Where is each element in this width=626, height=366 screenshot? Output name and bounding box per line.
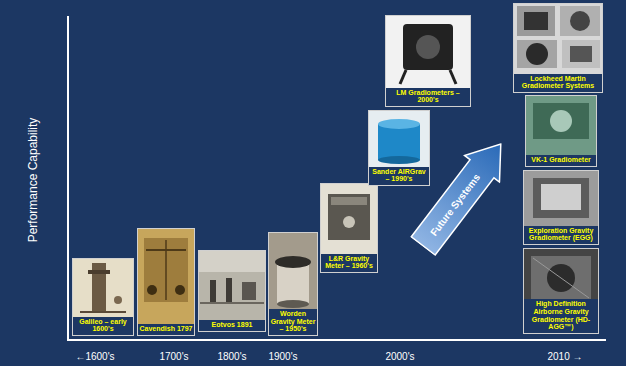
photo-caption: Worden Gravity Meter – 1950's <box>269 309 317 335</box>
axes <box>67 16 606 341</box>
axis-title: Performance Capability <box>26 118 40 243</box>
lm-gradiometer-photo <box>385 15 471 107</box>
cavendish-photo <box>137 228 195 336</box>
eotvos-photo <box>198 250 266 332</box>
photo-caption: High Definition Airborne Gravity Gradiom… <box>524 299 598 333</box>
photo-box: Exploration Gravity Gradiometer (EGG) <box>523 170 599 245</box>
axis-tick: 2010 → <box>547 351 582 362</box>
photo-caption: Eotvos 1891 <box>199 320 265 331</box>
photo-box: L&R Gravity Meter – 1960's <box>320 183 378 273</box>
galileo-photo <box>72 258 134 336</box>
lr-meter-photo <box>320 183 378 273</box>
vk1-photo <box>525 95 597 167</box>
photo-caption: Sander AIRGrav – 1990's <box>369 167 429 185</box>
photo-box: Eotvos 1891 <box>198 250 266 332</box>
photo-caption: L&R Gravity Meter – 1960's <box>321 254 377 272</box>
worden-photo <box>268 232 318 336</box>
photo-caption: LM Gradiometers – 2000's <box>386 88 470 106</box>
axis-tick: 1700's <box>159 351 188 362</box>
photo-box: Worden Gravity Meter – 1950's <box>268 232 318 336</box>
photo-box: Lockheed Martin Gradiometer Systems <box>513 3 603 93</box>
axis-tick: 2000's <box>385 351 414 362</box>
photo-caption: Galileo – early 1600's <box>73 317 133 335</box>
axis-tick: ←1600's <box>75 351 114 362</box>
photo-box: Cavendish 1797 <box>137 228 195 336</box>
photo-box: High Definition Airborne Gravity Gradiom… <box>523 248 599 334</box>
photo-box: Sander AIRGrav – 1990's <box>368 110 430 186</box>
arrow-body <box>406 131 519 259</box>
hdagg-photo <box>523 248 599 334</box>
axis-tick: 1900's <box>268 351 297 362</box>
photo-caption: Lockheed Martin Gradiometer Systems <box>514 74 602 92</box>
photo-box: LM Gradiometers – 2000's <box>385 15 471 107</box>
photo-caption: Cavendish 1797 <box>138 324 194 335</box>
egg-photo <box>523 170 599 245</box>
lm-systems-photo <box>513 3 603 93</box>
photo-caption: VK-1 Gradiometer <box>526 155 596 166</box>
photo-box: VK-1 Gradiometer <box>525 95 597 167</box>
axis-tick: 1800's <box>217 351 246 362</box>
photo-box: Galileo – early 1600's <box>72 258 134 336</box>
airgrav-photo <box>368 110 430 186</box>
photo-caption: Exploration Gravity Gradiometer (EGG) <box>524 226 598 244</box>
